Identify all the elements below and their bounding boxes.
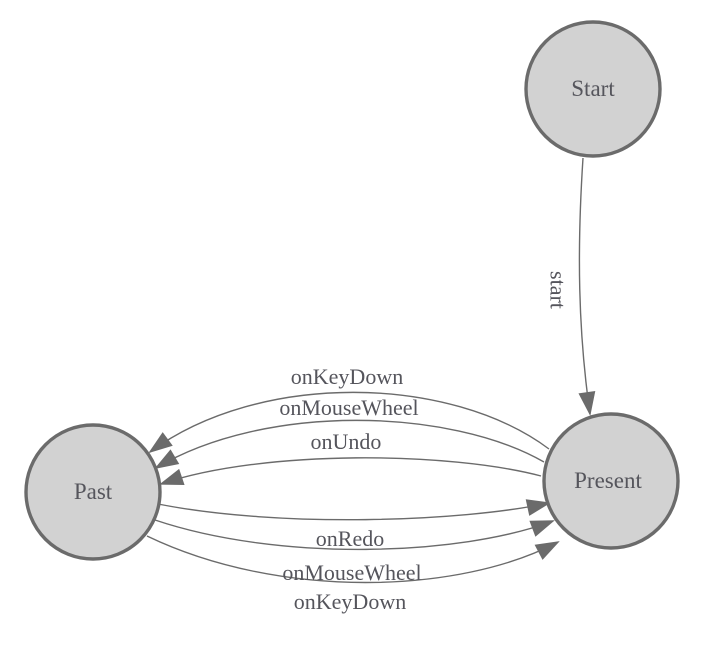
state-node-start[interactable]: Start [524, 20, 662, 158]
edge-label-onmousewheel-top: onMouseWheel [279, 395, 418, 420]
edge-present-to-past-onundo [159, 457, 542, 486]
state-node-present-circle[interactable] [542, 412, 680, 550]
edge-past-to-present-onkeydown [146, 535, 560, 584]
edge-past-to-present-onredo [157, 499, 551, 521]
state-node-past-label: Past [74, 479, 113, 504]
edge-label-onkeydown-top: onKeyDown [291, 364, 403, 389]
edge-start-to-present [578, 157, 596, 416]
edge-label-onmousewheel-bottom: onMouseWheel [282, 560, 421, 585]
edge-label-onredo: onRedo [316, 526, 384, 551]
state-node-start-label: Start [571, 76, 615, 101]
state-node-past-circle[interactable] [24, 423, 162, 561]
edge-present-to-past-onmousewheel [154, 419, 545, 470]
edge-label-layer: start onKeyDown onMouseWheel onUndo onRe… [279, 271, 570, 614]
edge-label-onkeydown-bottom: onKeyDown [294, 589, 406, 614]
edge-past-to-present-onmousewheel [154, 519, 555, 551]
state-node-present[interactable]: Present [542, 412, 680, 550]
edge-present-to-past-onkeydown [148, 391, 550, 454]
state-node-start-circle[interactable] [524, 20, 662, 158]
edge-label-onundo: onUndo [311, 429, 382, 454]
edge-label-start: start [545, 271, 570, 309]
state-node-present-label: Present [574, 468, 642, 493]
edge-layer [146, 157, 596, 584]
node-layer: Start Present Past [24, 20, 680, 561]
state-node-past[interactable]: Past [24, 423, 162, 561]
